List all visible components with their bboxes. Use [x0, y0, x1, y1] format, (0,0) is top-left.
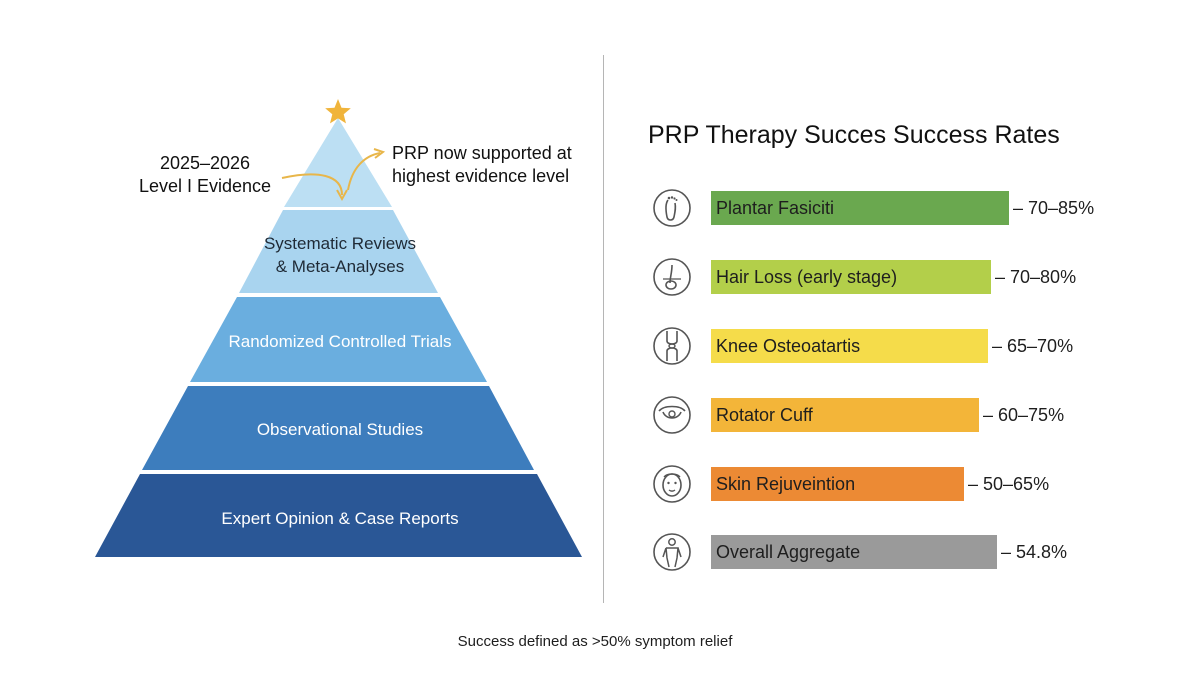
- tier-label-observational: Observational Studies: [256, 420, 424, 439]
- support-callout: PRP now supported at highest evidence le…: [392, 143, 572, 186]
- shoulder-icon: [652, 395, 692, 435]
- bar: [711, 535, 997, 569]
- bar: [711, 467, 964, 501]
- knee-joint-icon: [652, 326, 692, 366]
- bar-category-label: Knee Osteoatartis: [716, 336, 861, 356]
- bar-value-label: – 50–65%: [968, 474, 1050, 494]
- panel-divider: [603, 55, 604, 603]
- evidence-pyramid: [95, 99, 582, 557]
- bar-category-label: Rotator Cuff: [716, 405, 813, 425]
- bar-value-label: – 70–80%: [995, 267, 1077, 287]
- arrow-head-down: [336, 189, 348, 202]
- bar: [711, 329, 988, 363]
- bar-category-label: Overall Aggregate: [716, 542, 861, 562]
- curved-arrow-down: [281, 173, 343, 196]
- bar-value-label: – 54.8%: [1001, 542, 1068, 562]
- star-icon: [325, 99, 351, 124]
- chart-title: PRP Therapy Succes Success Rates: [648, 121, 1060, 149]
- foot-icon: [652, 188, 692, 228]
- pyramid-tier-expert-opinion: [95, 474, 582, 557]
- pyramid-apex: [284, 118, 392, 207]
- level-evidence-callout: 2025–2026 Level I Evidence: [138, 153, 272, 196]
- bar-value-label: – 70–85%: [1013, 198, 1095, 218]
- pyramid-tier-rcts: [190, 297, 487, 382]
- pyramid-tier-observational: [142, 386, 534, 470]
- face-icon: [652, 464, 692, 504]
- arrow-head-right: [373, 148, 386, 159]
- bar-category-label: Hair Loss (early stage): [716, 267, 898, 287]
- bar-category-label: Plantar Fasiciti: [716, 198, 835, 218]
- bar-category-label: Skin Rejuveintion: [716, 474, 856, 494]
- bar: [711, 191, 1009, 225]
- bar: [711, 260, 991, 294]
- pyramid-tier-systematic-reviews: [239, 210, 438, 293]
- bar-value-label: – 60–75%: [983, 405, 1065, 425]
- tier-label-systematic-reviews: Systematic Reviews & Meta-Analyses: [263, 234, 417, 276]
- body-icon: [652, 532, 692, 572]
- footnote: Success defined as >50% symptom relief: [457, 633, 733, 650]
- tier-label-rcts: Randomized Controlled Trials: [228, 332, 452, 351]
- bar: [711, 398, 979, 432]
- tier-label-expert-opinion: Expert Opinion & Case Reports: [221, 509, 459, 528]
- curved-arrow-up: [347, 152, 381, 191]
- bar-value-label: – 65–70%: [992, 336, 1074, 356]
- hair-follicle-icon: [652, 257, 692, 297]
